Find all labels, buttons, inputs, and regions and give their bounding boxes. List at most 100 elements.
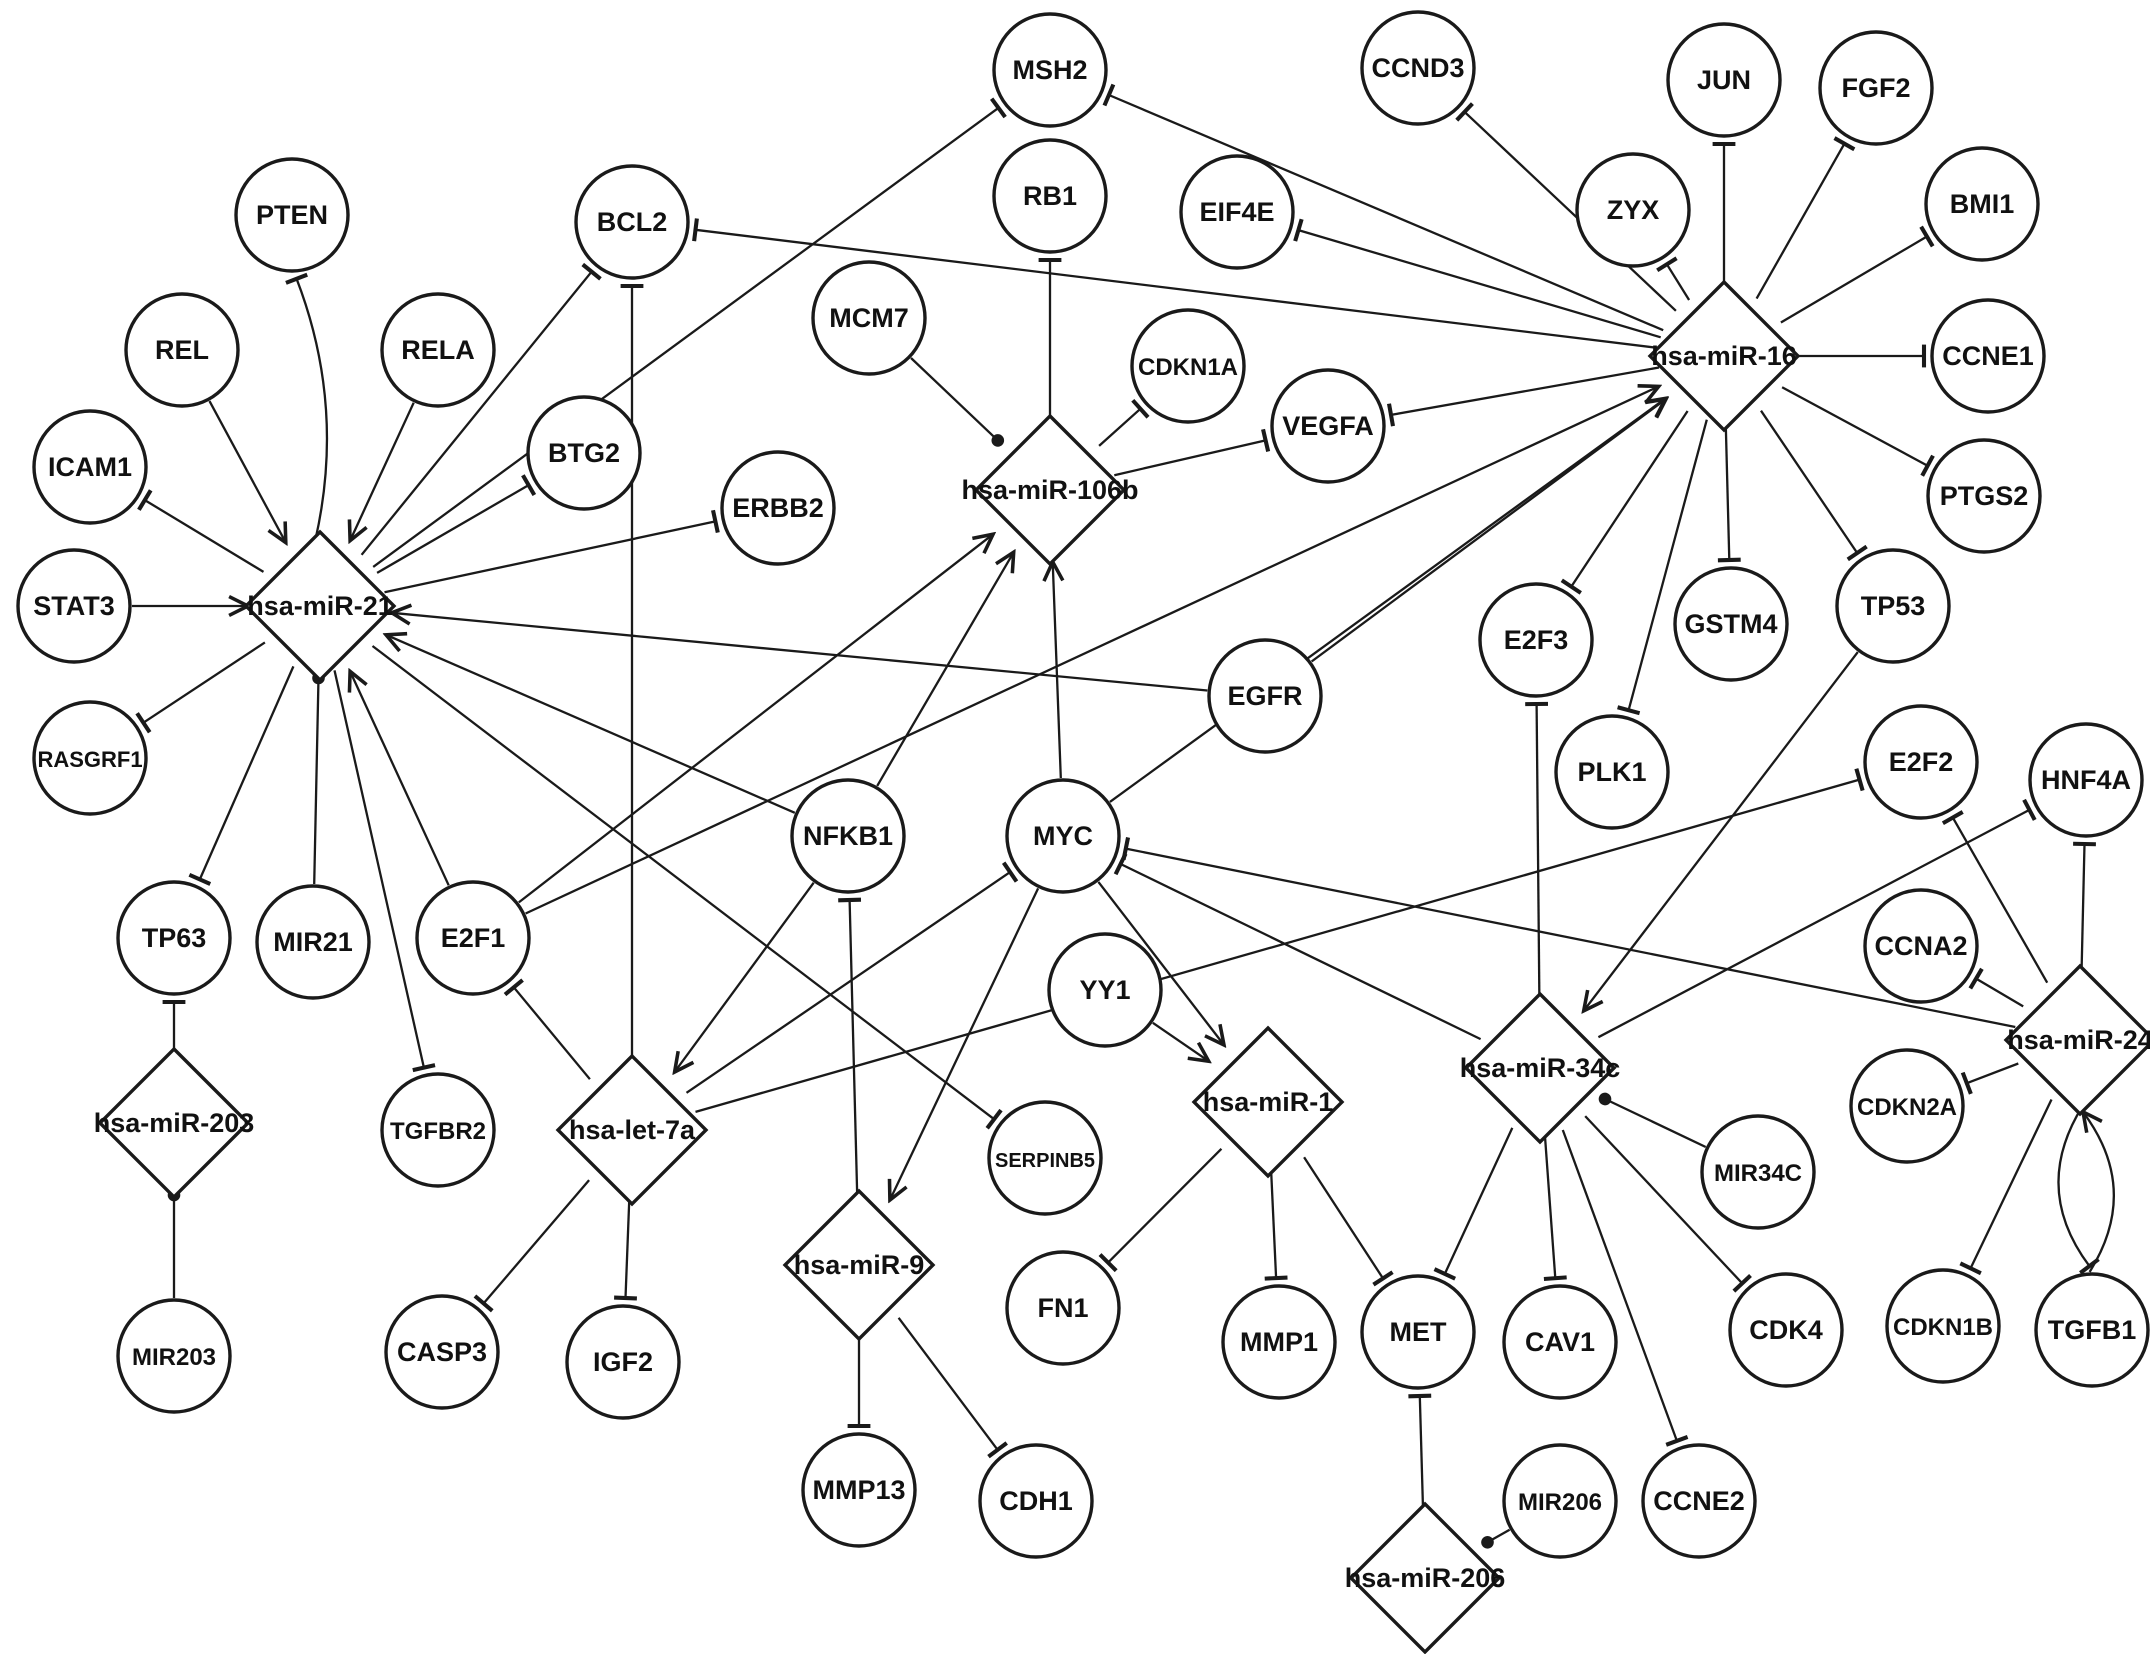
gene-node-BTG2[interactable]: BTG2 <box>526 395 642 511</box>
gene-node-TGFBR2[interactable]: TGFBR2 <box>380 1072 496 1188</box>
gene-node-YY1[interactable]: YY1 <box>1047 932 1163 1048</box>
gene-node-CCNE1[interactable]: CCNE1 <box>1930 298 2046 414</box>
gene-node-REL[interactable]: REL <box>124 292 240 408</box>
gene-node-NFKB1[interactable]: NFKB1 <box>790 778 906 894</box>
edge-inhibition-hsa-miR-16-to-ZYX <box>1656 256 1691 301</box>
gene-circle <box>1360 1274 1476 1390</box>
gene-node-PLK1[interactable]: PLK1 <box>1554 714 1670 830</box>
edge-encodes-MIR21-to-hsa-miR-21 <box>312 671 325 885</box>
node-label: hsa-miR-1 <box>1203 1087 1334 1117</box>
node-label: MIR34C <box>1714 1160 1802 1187</box>
gene-node-MMP1[interactable]: MMP1 <box>1221 1284 1337 1400</box>
gene-circle <box>1926 438 2042 554</box>
gene-node-FGF2[interactable]: FGF2 <box>1818 30 1934 146</box>
mirna-node-hsa-miR-106b[interactable]: hsa-miR-106b <box>961 413 1139 567</box>
node-label: CDKN1A <box>1138 354 1238 381</box>
edge-inhibition-hsa-miR-24-to-CCNA2 <box>1968 967 2024 1008</box>
edge-inhibition-hsa-miR-24-to-MYC <box>1121 837 2016 1029</box>
gene-node-BMI1[interactable]: BMI1 <box>1924 146 2040 262</box>
gene-node-ZYX[interactable]: ZYX <box>1575 152 1691 268</box>
gene-node-EGFR[interactable]: EGFR <box>1207 638 1323 754</box>
gene-node-TGFB1[interactable]: TGFB1 <box>2034 1272 2150 1388</box>
gene-node-CCNA2[interactable]: CCNA2 <box>1863 888 1979 1004</box>
node-label: TGFBR2 <box>390 1118 486 1145</box>
edge-inhibition-hsa-miR-9-to-CDH1 <box>897 1317 1008 1459</box>
gene-node-MMP13[interactable]: MMP13 <box>801 1432 917 1548</box>
edge-inhibition-hsa-miR-21-to-BTG2 <box>376 474 537 574</box>
edge-inhibition-hsa-miR-34c-to-MYC <box>1113 852 1482 1041</box>
gene-node-MSH2[interactable]: MSH2 <box>992 12 1108 128</box>
mirna-node-hsa-miR-206[interactable]: hsa-miR-206 <box>1345 1501 1506 1654</box>
gene-node-RASGRF1[interactable]: RASGRF1 <box>32 700 148 816</box>
gene-node-MIR21[interactable]: MIR21 <box>255 884 371 1000</box>
edge-inhibition-hsa-miR-16-to-PLK1 <box>1617 419 1708 716</box>
gene-node-PTGS2[interactable]: PTGS2 <box>1926 438 2042 554</box>
gene-node-CDKN2A[interactable]: CDKN2A <box>1849 1048 1965 1164</box>
gene-circle <box>1502 1284 1618 1400</box>
gene-node-BCL2[interactable]: BCL2 <box>574 164 690 280</box>
node-label: CCNE2 <box>1653 1486 1745 1516</box>
gene-node-CDKN1B[interactable]: CDKN1B <box>1885 1268 2001 1384</box>
mirna-node-hsa-let-7a[interactable]: hsa-let-7a <box>555 1053 709 1207</box>
gene-node-STAT3[interactable]: STAT3 <box>16 548 132 664</box>
node-label: ZYX <box>1607 195 1660 225</box>
gene-node-PTEN[interactable]: PTEN <box>234 157 350 273</box>
gene-circle <box>1575 152 1691 268</box>
edge-activation-NFKB1-to-hsa-miR-21 <box>386 635 796 814</box>
gene-node-CCNE2[interactable]: CCNE2 <box>1641 1443 1757 1559</box>
mirna-diamond <box>1348 1501 1502 1654</box>
edge-inhibition-hsa-miR-21-to-PTEN <box>285 272 329 541</box>
node-label: CCND3 <box>1371 53 1464 83</box>
gene-node-ICAM1[interactable]: ICAM1 <box>32 409 148 525</box>
mirna-node-hsa-miR-24[interactable]: hsa-miR-24 <box>2003 963 2150 1117</box>
node-label: hsa-miR-106b <box>961 475 1138 505</box>
node-label: JUN <box>1697 65 1751 95</box>
gene-node-CCND3[interactable]: CCND3 <box>1360 10 1476 126</box>
gene-node-MIR203[interactable]: MIR203 <box>116 1298 232 1414</box>
edge-inhibition-hsa-miR-16-to-EIF4E <box>1293 218 1662 339</box>
gene-node-FN1[interactable]: FN1 <box>1005 1250 1121 1366</box>
gene-node-E2F2[interactable]: E2F2 <box>1863 704 1979 820</box>
gene-node-CDKN1A[interactable]: CDKN1A <box>1130 308 1246 424</box>
gene-node-CDH1[interactable]: CDH1 <box>978 1443 1094 1559</box>
gene-circle <box>1863 704 1979 820</box>
gene-node-JUN[interactable]: JUN <box>1666 22 1782 138</box>
gene-node-RELA[interactable]: RELA <box>380 292 496 408</box>
gene-node-IGF2[interactable]: IGF2 <box>565 1304 681 1420</box>
gene-node-MYC[interactable]: MYC <box>1005 778 1121 894</box>
mirna-node-hsa-miR-1[interactable]: hsa-miR-1 <box>1191 1025 1345 1179</box>
mirna-node-hsa-miR-203[interactable]: hsa-miR-203 <box>94 1046 255 1200</box>
edge-inhibition-hsa-miR-16-to-TP53 <box>1760 410 1868 562</box>
gene-node-E2F3[interactable]: E2F3 <box>1478 582 1594 698</box>
edge-activation-E2F1-to-hsa-miR-16 <box>525 386 1659 915</box>
gene-node-HNF4A[interactable]: HNF4A <box>2028 722 2144 838</box>
gene-node-EIF4E[interactable]: EIF4E <box>1179 154 1295 270</box>
gene-node-MIR206[interactable]: MIR206 <box>1502 1443 1618 1559</box>
gene-node-E2F1[interactable]: E2F1 <box>415 880 531 996</box>
mirna-node-hsa-miR-16[interactable]: hsa-miR-16 <box>1647 279 1801 433</box>
gene-node-MCM7[interactable]: MCM7 <box>811 260 927 376</box>
mirna-node-hsa-miR-34c[interactable]: hsa-miR-34c <box>1460 991 1621 1145</box>
node-label: VEGFA <box>1282 411 1374 441</box>
gene-circle <box>1666 22 1782 138</box>
gene-node-GSTM4[interactable]: GSTM4 <box>1673 566 1789 682</box>
gene-node-TP63[interactable]: TP63 <box>116 880 232 996</box>
node-label: hsa-miR-21 <box>247 591 393 621</box>
edge-activation-REL-to-hsa-miR-21 <box>208 400 286 542</box>
gene-node-RB1[interactable]: RB1 <box>992 138 1108 254</box>
gene-node-MET[interactable]: MET <box>1360 1274 1476 1390</box>
node-label: RASGRF1 <box>37 747 142 772</box>
gene-node-CDK4[interactable]: CDK4 <box>1728 1272 1844 1388</box>
gene-node-CASP3[interactable]: CASP3 <box>384 1294 500 1410</box>
gene-node-ERBB2[interactable]: ERBB2 <box>720 450 836 566</box>
gene-node-TP53[interactable]: TP53 <box>1835 548 1951 664</box>
gene-node-SERPINB5[interactable]: SERPINB5 <box>987 1100 1103 1216</box>
gene-node-VEGFA[interactable]: VEGFA <box>1270 368 1386 484</box>
mirna-node-hsa-miR-21[interactable]: hsa-miR-21 <box>243 529 397 683</box>
gene-circle <box>234 157 350 273</box>
mirna-node-hsa-miR-9[interactable]: hsa-miR-9 <box>782 1188 936 1342</box>
gene-circle <box>992 12 1108 128</box>
gene-node-MIR34C[interactable]: MIR34C <box>1700 1114 1816 1230</box>
gene-node-CAV1[interactable]: CAV1 <box>1502 1284 1618 1400</box>
gene-circle <box>1270 368 1386 484</box>
